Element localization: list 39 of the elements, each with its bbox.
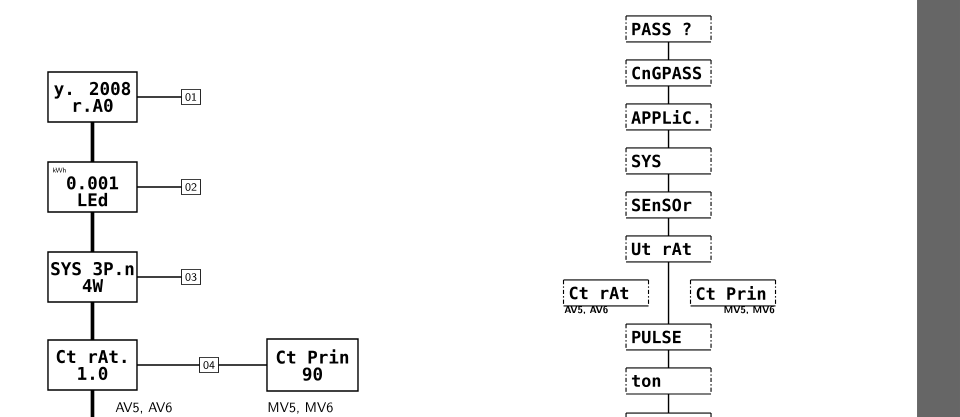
callout-number: 04 xyxy=(199,357,219,373)
connector-line xyxy=(90,390,94,417)
menu-display-box: SEnSOr xyxy=(625,191,712,219)
connector-line xyxy=(668,394,670,413)
menu-display-box: Ct Prin xyxy=(690,279,776,307)
model-note: AV5, AV6 xyxy=(116,402,172,414)
side-tab-bar xyxy=(917,0,960,417)
connector-line xyxy=(668,130,670,148)
connector-line xyxy=(90,302,94,340)
menu-display-box: Ut rAt xyxy=(625,235,712,263)
connector-line xyxy=(136,276,182,278)
lcd-display-box: Ct Prin 90 xyxy=(266,338,359,392)
connector-line xyxy=(218,364,267,366)
menu-display-box: SYS xyxy=(625,147,712,175)
connector-line xyxy=(668,218,670,236)
connector-line xyxy=(668,86,670,104)
menu-display-box: Ct rAt xyxy=(562,279,650,307)
lcd-display-box: Ct rAt. 1.0 xyxy=(47,339,138,391)
connector-line xyxy=(136,96,182,98)
menu-display-box: PASS ? xyxy=(625,15,712,43)
connector-line xyxy=(668,174,670,192)
connector-line xyxy=(668,350,670,368)
connector-line xyxy=(136,186,182,188)
menu-display-box: CnGPASS xyxy=(625,59,712,87)
menu-display-box: PULSE xyxy=(625,323,712,351)
callout-number: 03 xyxy=(181,269,201,285)
lcd-display-box: y. 2008 r.A0 xyxy=(47,71,138,123)
callout-number: 01 xyxy=(181,89,201,105)
lcd-display-box: SYS 3P.n 4W xyxy=(47,251,138,303)
connector-line xyxy=(668,262,670,324)
connector-line xyxy=(136,364,200,366)
menu-display-box xyxy=(625,412,712,417)
menu-display-box: ton xyxy=(625,367,712,395)
model-note: MV5, MV6 xyxy=(268,402,333,414)
connector-line xyxy=(668,42,670,60)
connector-line xyxy=(90,122,94,162)
connector-line xyxy=(90,212,94,252)
callout-number: 02 xyxy=(181,179,201,195)
menu-display-box: APPLiC. xyxy=(625,103,712,131)
